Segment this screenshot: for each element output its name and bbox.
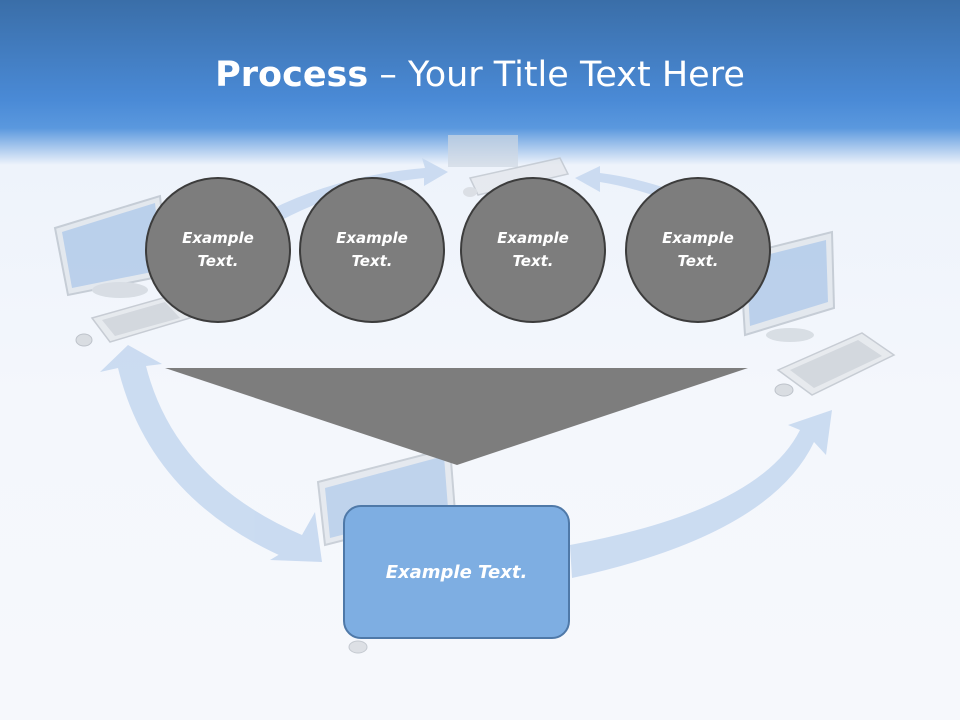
result-box: Example Text. (343, 505, 570, 639)
step-label-2: Example Text. (336, 229, 408, 270)
step-circle-2: Example Text. (299, 177, 445, 323)
title-bold: Process (215, 55, 369, 95)
slide-title: Process – Your Title Text Here (0, 52, 960, 98)
step-label-1: Example Text. (182, 229, 254, 270)
title-rest: – Your Title Text Here (368, 55, 745, 95)
keyboard-icon (776, 332, 896, 396)
mouse-icon (75, 333, 93, 347)
cycle-arrow-right (570, 410, 832, 578)
step-label-3: Example Text. (497, 229, 569, 270)
mouse-icon (774, 383, 794, 397)
cycle-arrow-top-left (270, 158, 448, 222)
keyboard-icon (90, 295, 192, 343)
cycle-arrow-left (100, 345, 302, 560)
computer-monitor-icon (53, 194, 170, 298)
cycle-arrow-left-inner (270, 512, 322, 562)
step-circle-4: Example Text. (625, 177, 771, 323)
result-label: Example Text. (385, 561, 528, 583)
computer-monitor-icon (448, 135, 570, 197)
step-circle-3: Example Text. (460, 177, 606, 323)
mouse-icon (348, 640, 368, 654)
step-circle-1: Example Text. (145, 177, 291, 323)
step-label-4: Example Text. (662, 229, 734, 270)
